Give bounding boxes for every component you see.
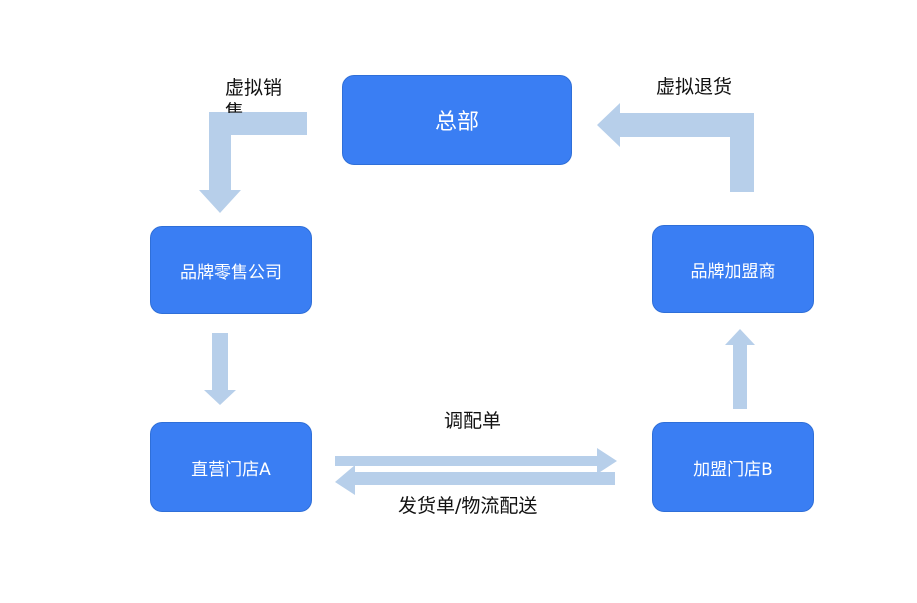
node-franchisee: 品牌加盟商: [652, 225, 814, 313]
node-hq-label: 总部: [434, 110, 479, 135]
label-virtual-sale-line2: 售: [225, 101, 245, 113]
arrow-store-b-to-store-a: [335, 465, 615, 495]
arrow-franchisee-to-hq: [597, 103, 754, 192]
node-direct-store-label: 直营门店A: [191, 459, 271, 480]
arrow-store-a-to-store-b: [335, 448, 617, 474]
label-virtual-return-text: 虚拟退货: [656, 76, 733, 98]
node-franchise-store-label: 加盟门店B: [693, 459, 773, 480]
node-retail-company-label: 品牌零售公司: [180, 262, 282, 283]
label-virtual-sale: 虚拟销 售: [225, 76, 282, 113]
node-franchisee-label: 品牌加盟商: [690, 261, 776, 282]
label-transfer-order-text: 调配单: [444, 410, 502, 432]
arrow-retail-to-store-a: [204, 333, 236, 405]
node-direct-store: 直营门店A: [150, 422, 312, 512]
arrow-hq-to-retail: [199, 112, 307, 213]
label-virtual-return: 虚拟退货: [656, 75, 732, 99]
node-hq: 总部: [342, 75, 572, 165]
label-shipping: 发货单/物流配送: [398, 494, 537, 518]
label-virtual-sale-line1: 虚拟销: [225, 77, 283, 99]
label-shipping-text: 发货单/物流配送: [398, 495, 538, 517]
node-franchise-store: 加盟门店B: [652, 422, 814, 512]
label-transfer-order: 调配单: [444, 409, 501, 433]
arrow-store-b-to-franchisee: [725, 329, 755, 409]
node-retail-company: 品牌零售公司: [150, 226, 312, 314]
